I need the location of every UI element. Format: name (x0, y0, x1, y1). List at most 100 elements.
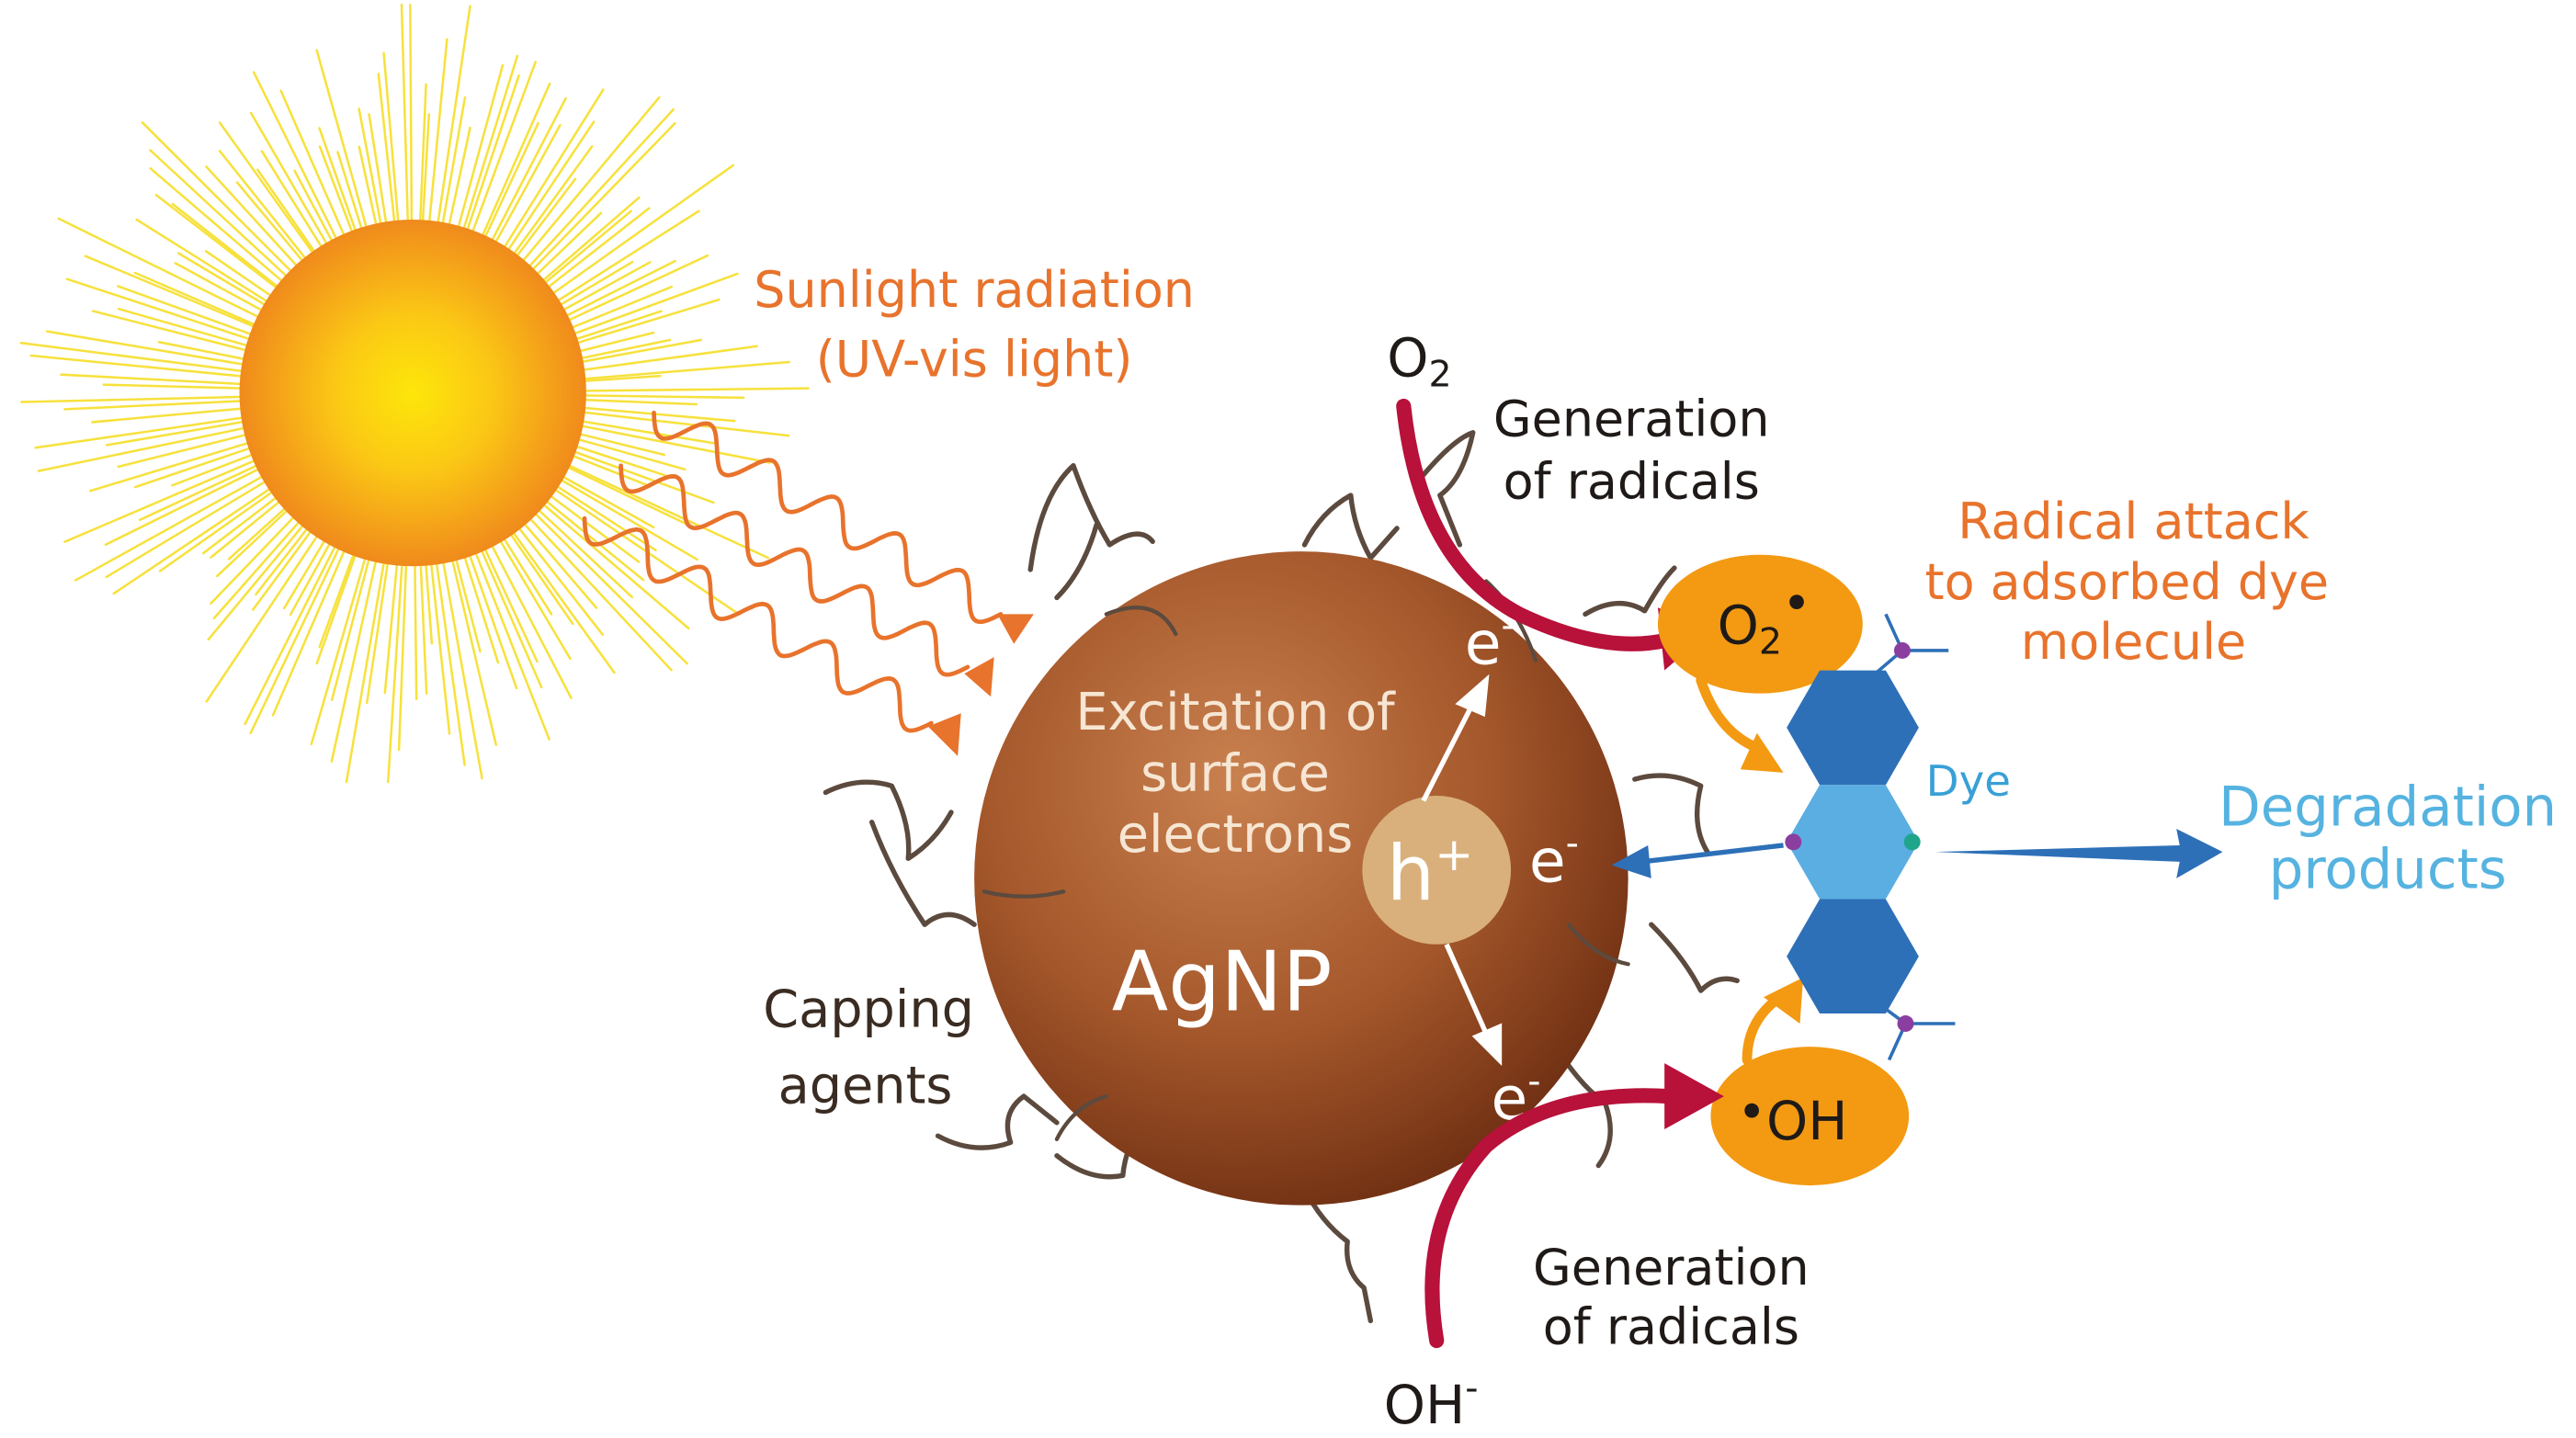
hydroxyl-text: OH (1766, 1091, 1847, 1152)
sun-ray (260, 150, 327, 255)
capping-strand-2 (1054, 522, 1099, 601)
electron-middle-base: e (1529, 827, 1566, 896)
sun-ray (561, 462, 698, 530)
sun-ray (91, 310, 255, 354)
sun-ray (252, 525, 316, 611)
superoxide-base: O (1718, 595, 1759, 657)
electron-top-base: e (1465, 609, 1502, 678)
capping-strand-3 (1301, 493, 1400, 561)
sun-ray (537, 498, 690, 630)
sun-ray (572, 331, 655, 355)
sun-ray (400, 3, 410, 230)
sun-ray (318, 127, 359, 239)
degradation-line1: Degradation (2219, 775, 2557, 838)
attack-arrow-top (1696, 674, 1759, 752)
sun-ray (424, 556, 434, 645)
sun-ray (516, 96, 661, 267)
sun-ray (409, 3, 414, 230)
sun-ray (216, 504, 294, 578)
sun-ray (357, 145, 380, 233)
sun-ray (135, 218, 275, 307)
excitation-line1: Excitation of (1075, 683, 1396, 742)
light-wave-1 (652, 410, 1004, 625)
sun-ray (460, 54, 519, 237)
sun-ray (102, 383, 249, 391)
sun-ray (495, 534, 572, 661)
sun-ray (368, 113, 389, 232)
sun-ray (20, 395, 249, 403)
capping-strand-6 (869, 820, 977, 927)
sun-ray (421, 113, 431, 230)
sunlight-label-line1: Sunlight radiation (754, 261, 1195, 319)
electron-middle: e- (1529, 822, 1579, 897)
sun-ray (149, 167, 289, 288)
sun-ray (293, 169, 337, 249)
excitation-arrows (1421, 674, 1503, 1067)
sun-ray (218, 149, 312, 266)
sun-ray (561, 461, 770, 560)
sun-ray (550, 481, 657, 552)
sun-ray (174, 262, 269, 315)
sun-ray (271, 543, 348, 717)
sun-ray (255, 522, 313, 596)
sun-ray (117, 285, 259, 338)
sun-ray (440, 96, 467, 232)
excitation-line2: surface (1140, 744, 1330, 804)
sun-ray (553, 260, 634, 310)
sun-ray (205, 165, 303, 273)
sun-ray (505, 527, 574, 626)
sun-ray (471, 545, 550, 741)
sun-ray (572, 431, 666, 457)
sun-ray (112, 483, 278, 595)
sun-ray (528, 507, 688, 665)
capping-strand-13 (1632, 773, 1710, 855)
sun-ray (84, 255, 262, 331)
sun-ray (244, 538, 340, 726)
sun-ray (569, 298, 721, 346)
hydroxyl-label: •OH (1737, 1083, 1847, 1152)
capping-strand-12 (1649, 922, 1740, 993)
sun-ray (568, 310, 663, 343)
light-waves (582, 410, 1004, 733)
sun-ray (487, 538, 573, 699)
sun-ray (530, 211, 603, 280)
sun-ray (576, 387, 810, 392)
sun-ray (34, 415, 251, 449)
capping-label-line1: Capping (763, 980, 974, 1040)
sun-ray (171, 450, 260, 487)
excitation-arrowhead-down (1471, 1023, 1503, 1067)
sun-ray (377, 73, 397, 231)
dye-ring-middle (1787, 785, 1919, 900)
sun-ray (491, 123, 562, 250)
sun-ray (63, 456, 263, 543)
sun-ray (565, 452, 652, 488)
sun-ray (318, 547, 357, 649)
sun-ray (561, 254, 709, 324)
sun-ray (117, 432, 255, 469)
sun-ray (158, 486, 279, 572)
oxygen-label: O2 (1387, 328, 1451, 396)
attack-arrowhead-bottom (1763, 977, 1804, 1025)
sun-ray (449, 552, 498, 746)
oxygen-base: O (1387, 328, 1428, 390)
sun-ray (573, 338, 703, 365)
sun-ray (104, 464, 267, 547)
sun-ray (210, 511, 301, 605)
sun-ray (478, 82, 551, 243)
capping-front-1 (1104, 606, 1178, 637)
sun-ray (397, 556, 408, 752)
generation-bottom-line1: Generation (1533, 1239, 1810, 1296)
sun-ray (382, 51, 401, 230)
sun-ray (518, 517, 598, 609)
radical-attack-line2: to adsorbed dye (1924, 553, 2329, 611)
superoxide-sub: 2 (1759, 621, 1782, 663)
radical-arrow-bottom (1424, 1088, 1675, 1349)
electron-transfer-arrowhead (1611, 844, 1651, 878)
sun-ray (461, 549, 500, 664)
sun-ray (315, 547, 359, 665)
light-wave-2 (618, 463, 970, 677)
sun-ray (419, 556, 428, 695)
dye-ring-bottom (1787, 899, 1919, 1014)
sun-ray (37, 425, 253, 472)
sun-ray (157, 341, 253, 362)
